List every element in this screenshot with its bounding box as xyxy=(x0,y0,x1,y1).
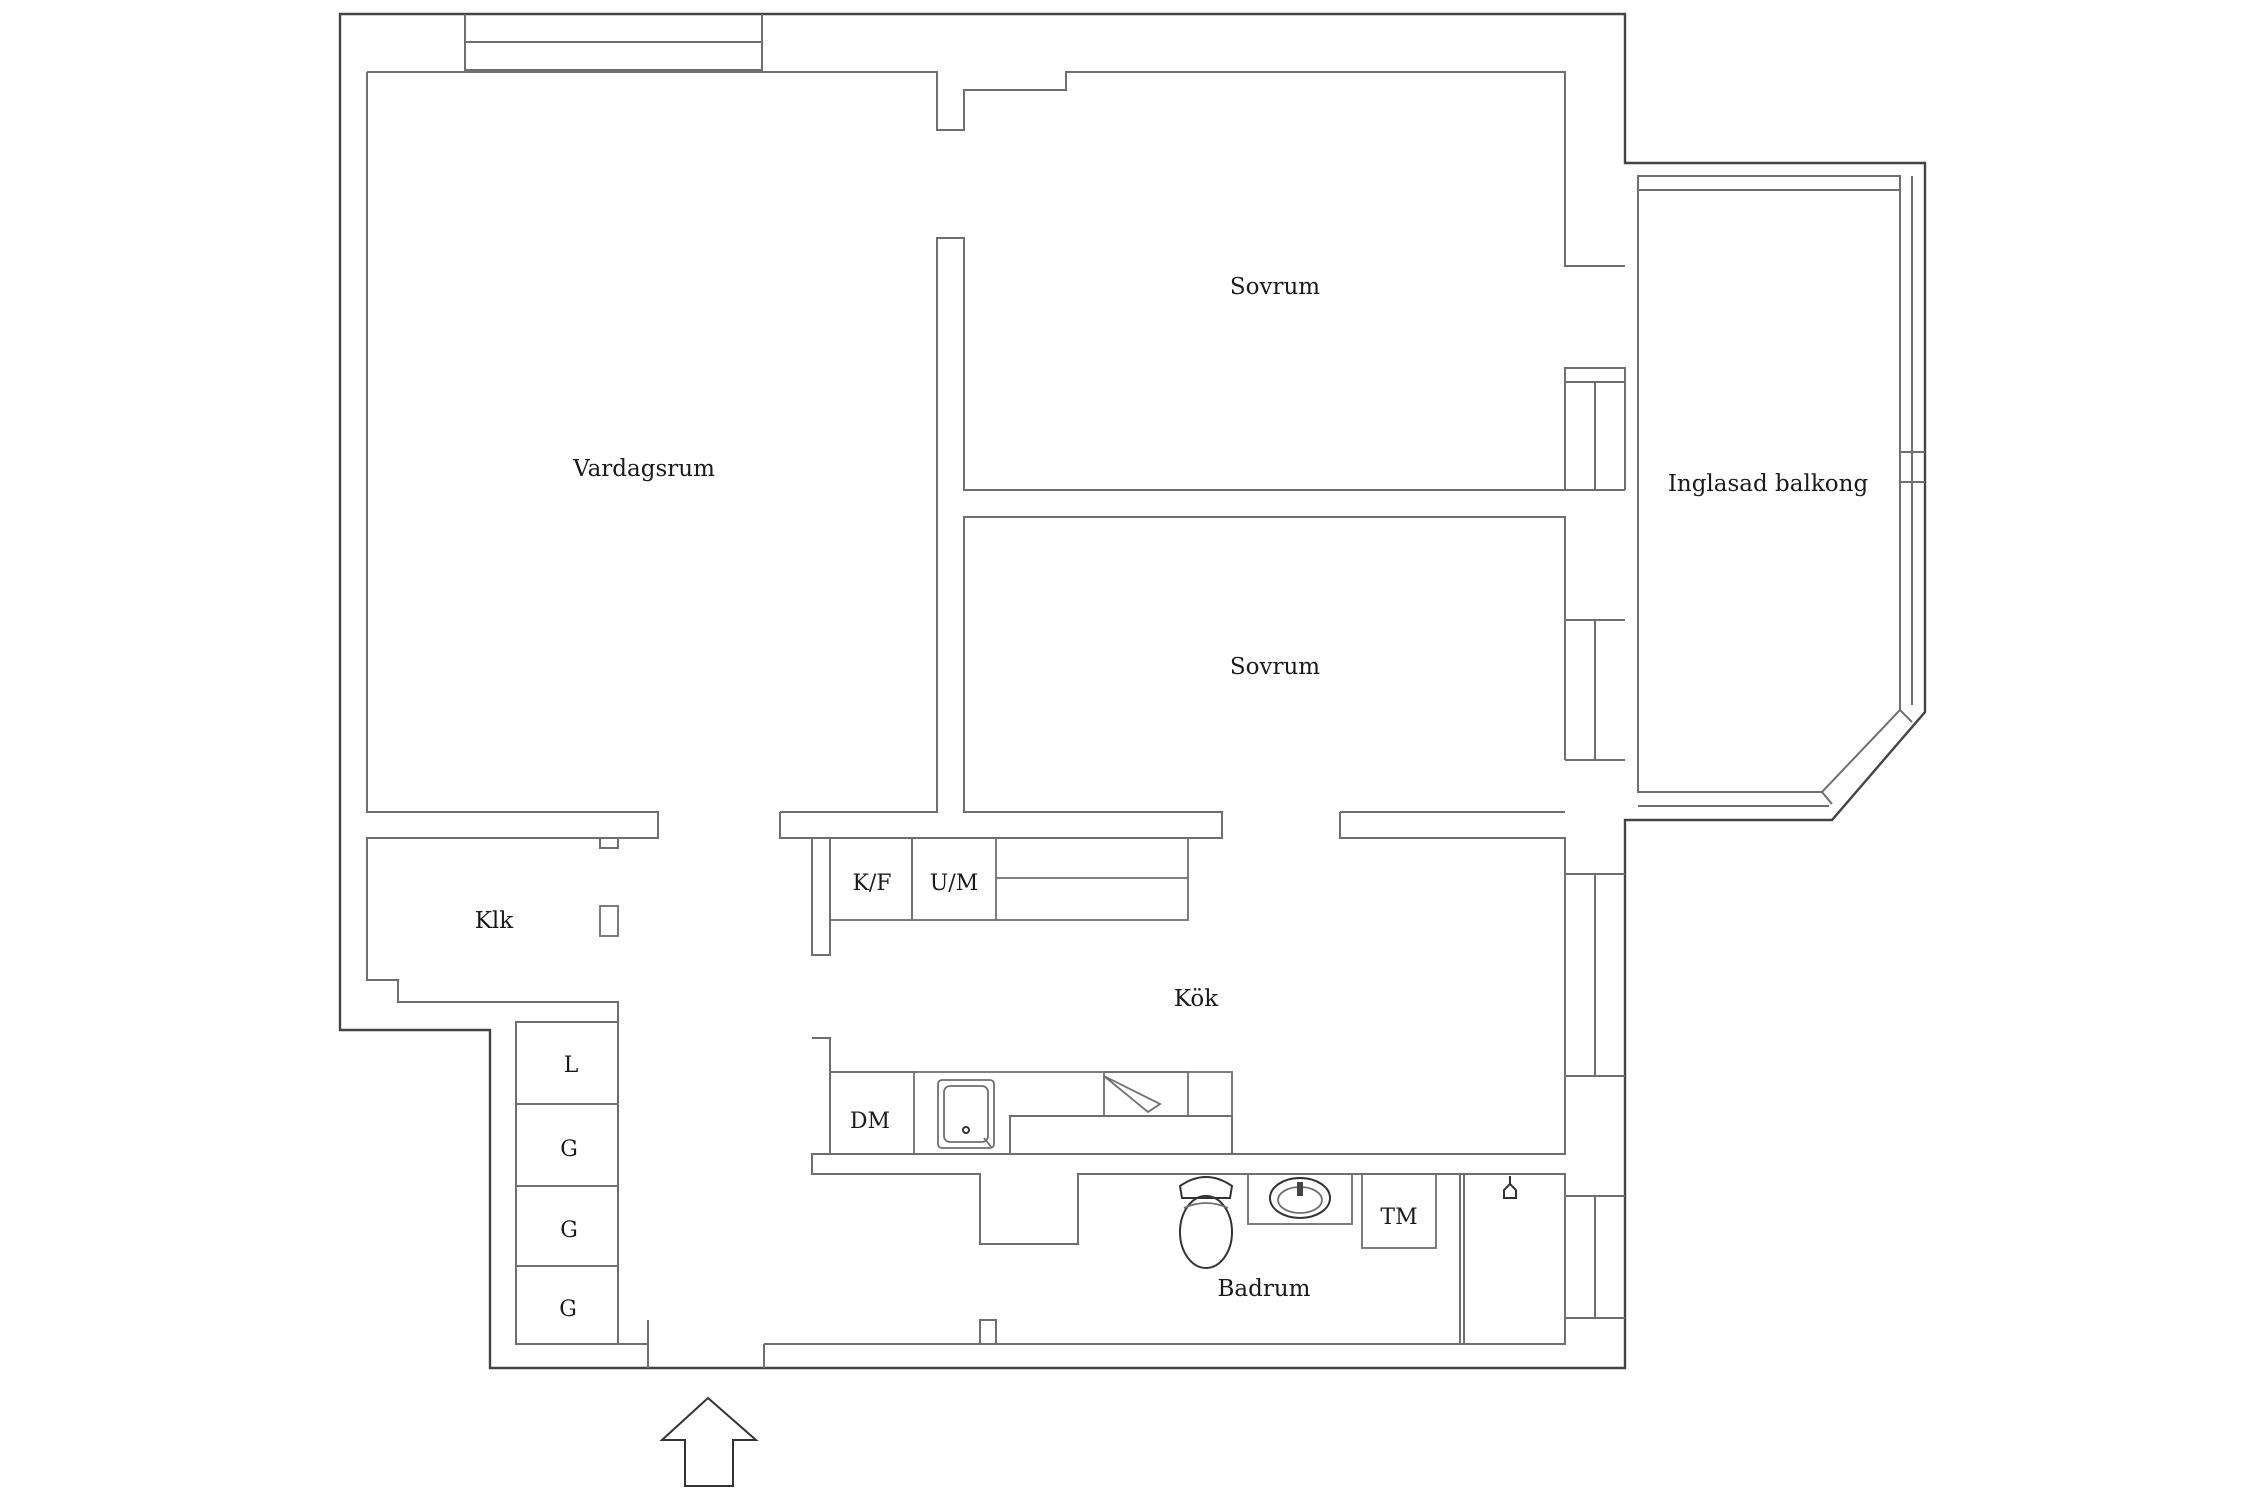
closet-g-3 xyxy=(515,1265,619,1345)
fixture-label-kf: K/F xyxy=(852,871,891,896)
room-label-balkong: Inglasad balkong xyxy=(1668,471,1869,497)
kitchen-upper-cabinets xyxy=(829,837,1189,921)
closets xyxy=(515,1021,619,1345)
kitchen-lower-counter xyxy=(829,1071,1233,1155)
balkong-walls xyxy=(1637,175,1925,807)
fixture-label-dm: DM xyxy=(850,1109,890,1134)
room-label-vardagsrum: Vardagsrum xyxy=(572,456,715,482)
countertop xyxy=(1009,1115,1233,1155)
vardagsrum-walls xyxy=(367,71,1625,849)
oven-microwave-cabinet xyxy=(911,837,997,921)
inner-wall-outline xyxy=(366,72,659,1345)
top-window xyxy=(464,14,763,71)
laundry-tm-box xyxy=(1361,1173,1437,1249)
klk-pillar xyxy=(599,905,619,937)
outer-wall-outline xyxy=(338,12,1927,1370)
washbasin-cabinet xyxy=(1247,1173,1353,1225)
badrum-walls xyxy=(647,1173,1566,1368)
toilet-icon xyxy=(1178,1176,1234,1269)
room-label-badrum: Badrum xyxy=(1218,1276,1311,1302)
stove-icon xyxy=(1103,1071,1189,1117)
room-label-klk: Klk xyxy=(475,908,515,934)
room-label-sovrum-1: Sovrum xyxy=(1230,274,1320,300)
closet-label-l: L xyxy=(564,1053,579,1078)
shower-icon xyxy=(1503,1176,1517,1199)
closet-label-g-1: G xyxy=(560,1137,578,1162)
fixture-label-um: U/M xyxy=(930,871,978,896)
closet-label-g-2: G xyxy=(560,1218,578,1243)
dishwasher-cabinet xyxy=(829,1071,915,1155)
arrow-up-icon xyxy=(659,1396,759,1487)
bedroom-windows xyxy=(1565,367,1626,1319)
washbasin-icon xyxy=(1269,1177,1331,1219)
fixture-label-tm: TM xyxy=(1380,1205,1417,1230)
sink-icon xyxy=(937,1079,995,1149)
outer-walls xyxy=(338,12,1927,1370)
closet-label-g-3: G xyxy=(559,1297,577,1322)
room-label-kok: Kök xyxy=(1174,986,1219,1012)
room-label-sovrum-2: Sovrum xyxy=(1230,654,1320,680)
